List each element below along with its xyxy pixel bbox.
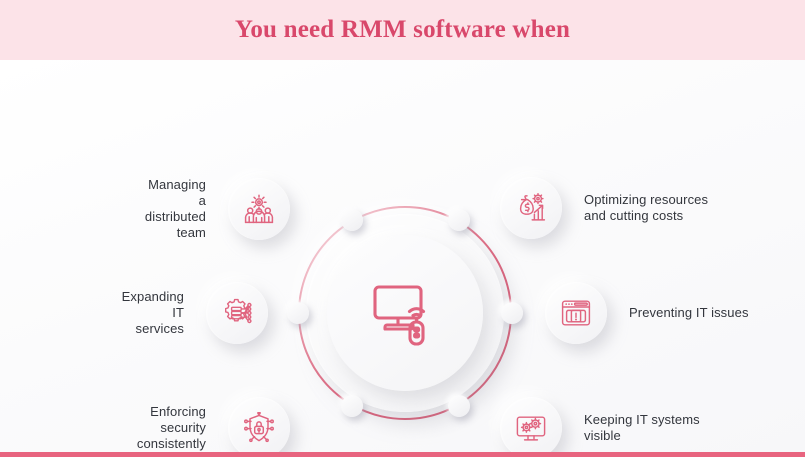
ring-node [340, 394, 363, 417]
item-icon-bubble[interactable] [545, 282, 607, 344]
page-title: You need RMM software when [234, 16, 571, 43]
money-bag-chart-icon [515, 192, 547, 224]
item-keeping-it-systems-visible[interactable]: Keeping IT systems visible [500, 397, 700, 457]
monitor-wifi-remote-icon [369, 280, 441, 346]
diagram-body: Managing a distributed team [0, 60, 805, 457]
item-label: Managing a distributed team [144, 177, 206, 240]
item-preventing-it-issues[interactable]: Preventing IT issues [545, 282, 749, 344]
header-banner: You need RMM software when [0, 0, 805, 60]
ring-node [447, 394, 470, 417]
ring-node [287, 302, 309, 324]
item-label: Preventing IT issues [629, 305, 749, 320]
item-label: Keeping IT systems visible [584, 412, 700, 443]
ring-node [340, 209, 363, 232]
ring-node [501, 302, 523, 324]
item-label: Expanding IT services [121, 289, 184, 336]
item-icon-bubble[interactable] [500, 177, 562, 239]
shield-lock-icon [243, 412, 275, 444]
ring-node [447, 209, 470, 232]
item-icon-bubble[interactable] [206, 282, 268, 344]
item-optimizing-resources[interactable]: Optimizing resources and cutting costs [500, 177, 708, 239]
item-icon-bubble[interactable] [228, 397, 290, 457]
item-icon-bubble[interactable] [500, 397, 562, 457]
monitor-gears-icon [515, 412, 547, 444]
gear-circuit-server-icon [221, 297, 253, 329]
item-label: Optimizing resources and cutting costs [584, 192, 709, 223]
item-label: Enforcing security consistently [136, 404, 206, 451]
item-icon-bubble[interactable] [228, 178, 290, 240]
hub-inner-disc [327, 235, 483, 391]
bottom-accent-rule [0, 452, 805, 457]
gear-team-icon [243, 193, 275, 225]
browser-alert-icon [560, 297, 592, 329]
